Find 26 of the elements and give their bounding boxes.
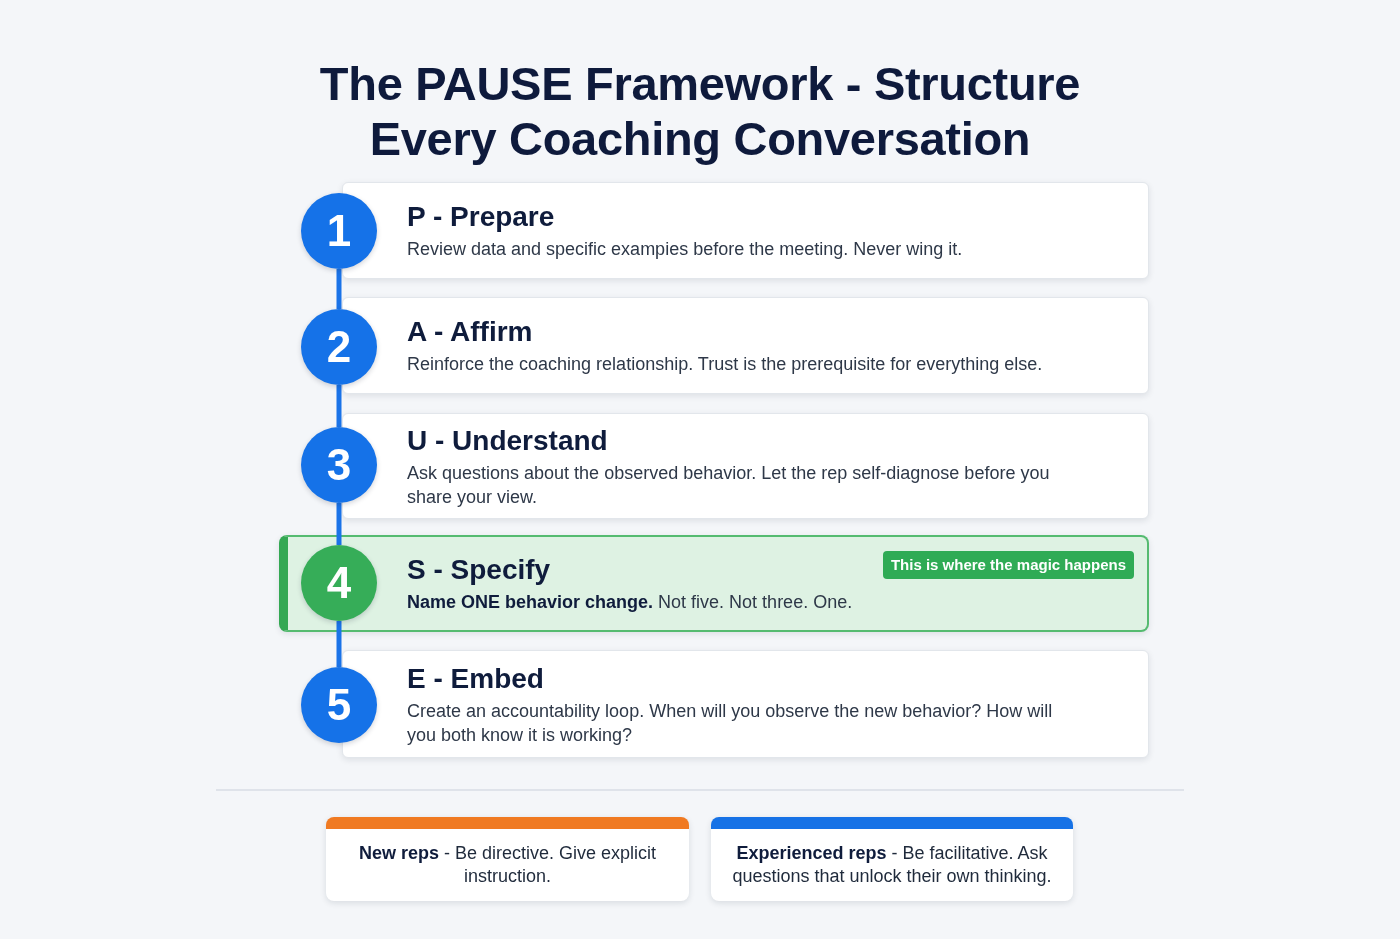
- tip-text: Experienced reps - Be facilitative. Ask questions that unlock their own thinking.: [731, 842, 1053, 888]
- connector-line: [336, 385, 342, 427]
- step-heading: U - Understand: [407, 423, 608, 458]
- step-description: Name ONE behavior change. Not five. Not three. One.: [407, 591, 853, 614]
- step-heading: A - Affirm: [407, 315, 533, 349]
- step-heading: E - Embed: [407, 661, 544, 696]
- tip-card: [326, 817, 689, 901]
- step-number-circle: 1: [301, 193, 377, 269]
- tip-card: [711, 817, 1073, 901]
- step-number-circle: 4: [301, 545, 377, 621]
- diagram-title: The PAUSE Framework - Structure Every Coaching Conversation: [318, 56, 1082, 166]
- step-heading: S - Specify: [407, 553, 551, 587]
- step-number-circle: 5: [301, 667, 377, 743]
- step-number-circle: 3: [301, 427, 377, 503]
- connector-line: [336, 269, 342, 309]
- highlight-tag: This is where the magic happens: [882, 551, 1134, 579]
- highlighted-step-card: [279, 535, 1149, 632]
- step-description: Review data and specific exampies before the meeting. Never wing it.: [407, 238, 963, 261]
- connector-line: [336, 503, 342, 545]
- step-heading: P - Prepare: [407, 200, 555, 234]
- connector-line: [336, 621, 342, 667]
- step-description: Reinforce the coaching relationship. Trust is the prerequisite for everything else.: [407, 353, 1043, 376]
- step-number-circle: 2: [301, 309, 377, 385]
- tip-text: New reps - Be directive. Give explicit instruction.: [357, 842, 658, 888]
- step-description: Create an accountability loop. When will you observe the new behavior? How will you both know it is working?: [407, 699, 1054, 747]
- step-description: Ask questions about the observed behavior. Let the rep self-diagnose before you share your view.: [407, 461, 1051, 509]
